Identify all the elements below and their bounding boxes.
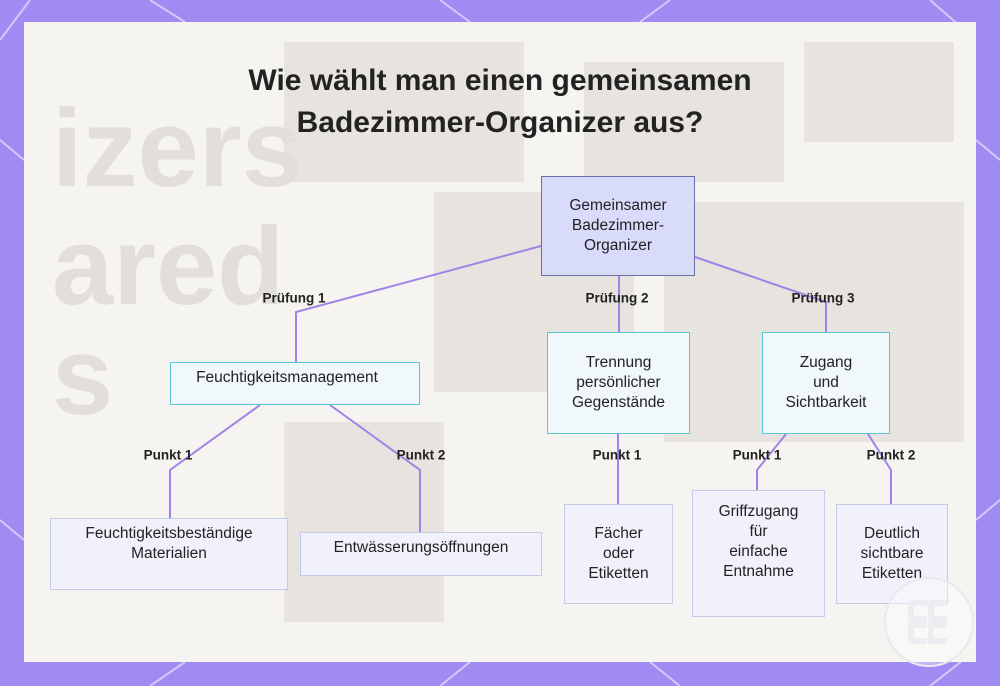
node-grip-access: Griffzugang für einfache Entnahme xyxy=(692,490,825,617)
node-moisture-management: Feuchtigkeitsmanagement xyxy=(170,362,420,405)
edge-label-access-point-2: Punkt 2 xyxy=(867,448,916,463)
edge-label-access-point-1: Punkt 1 xyxy=(733,448,782,463)
edge-access-labels xyxy=(868,434,891,504)
monogram-logo-icon xyxy=(884,577,974,667)
monogram-logo-icon xyxy=(902,595,956,649)
edge-label-separation-point-1: Punkt 1 xyxy=(593,448,642,463)
edge-label-check-1: Prüfung 1 xyxy=(263,291,326,306)
edge-label-check-2: Prüfung 2 xyxy=(586,291,649,306)
edge-label-moisture-point-2: Punkt 2 xyxy=(397,448,446,463)
node-compartments-labels: Fächer oder Etiketten xyxy=(564,504,673,604)
edge-root-moisture xyxy=(296,246,541,362)
node-separation-items: Trennung persönlicher Gegenstände xyxy=(547,332,690,434)
edge-moisture-drainage xyxy=(330,405,420,532)
node-moisture-resistant-materials: Feuchtigkeitsbeständige Materialien xyxy=(50,518,288,590)
edge-label-moisture-point-1: Punkt 1 xyxy=(144,448,193,463)
node-access-visibility: Zugang und Sichtbarkeit xyxy=(762,332,890,434)
node-shared-organizer: Gemeinsamer Badezimmer- Organizer xyxy=(541,176,695,276)
edge-label-check-3: Prüfung 3 xyxy=(792,291,855,306)
node-drainage-openings: Entwässerungsöffnungen xyxy=(300,532,542,576)
